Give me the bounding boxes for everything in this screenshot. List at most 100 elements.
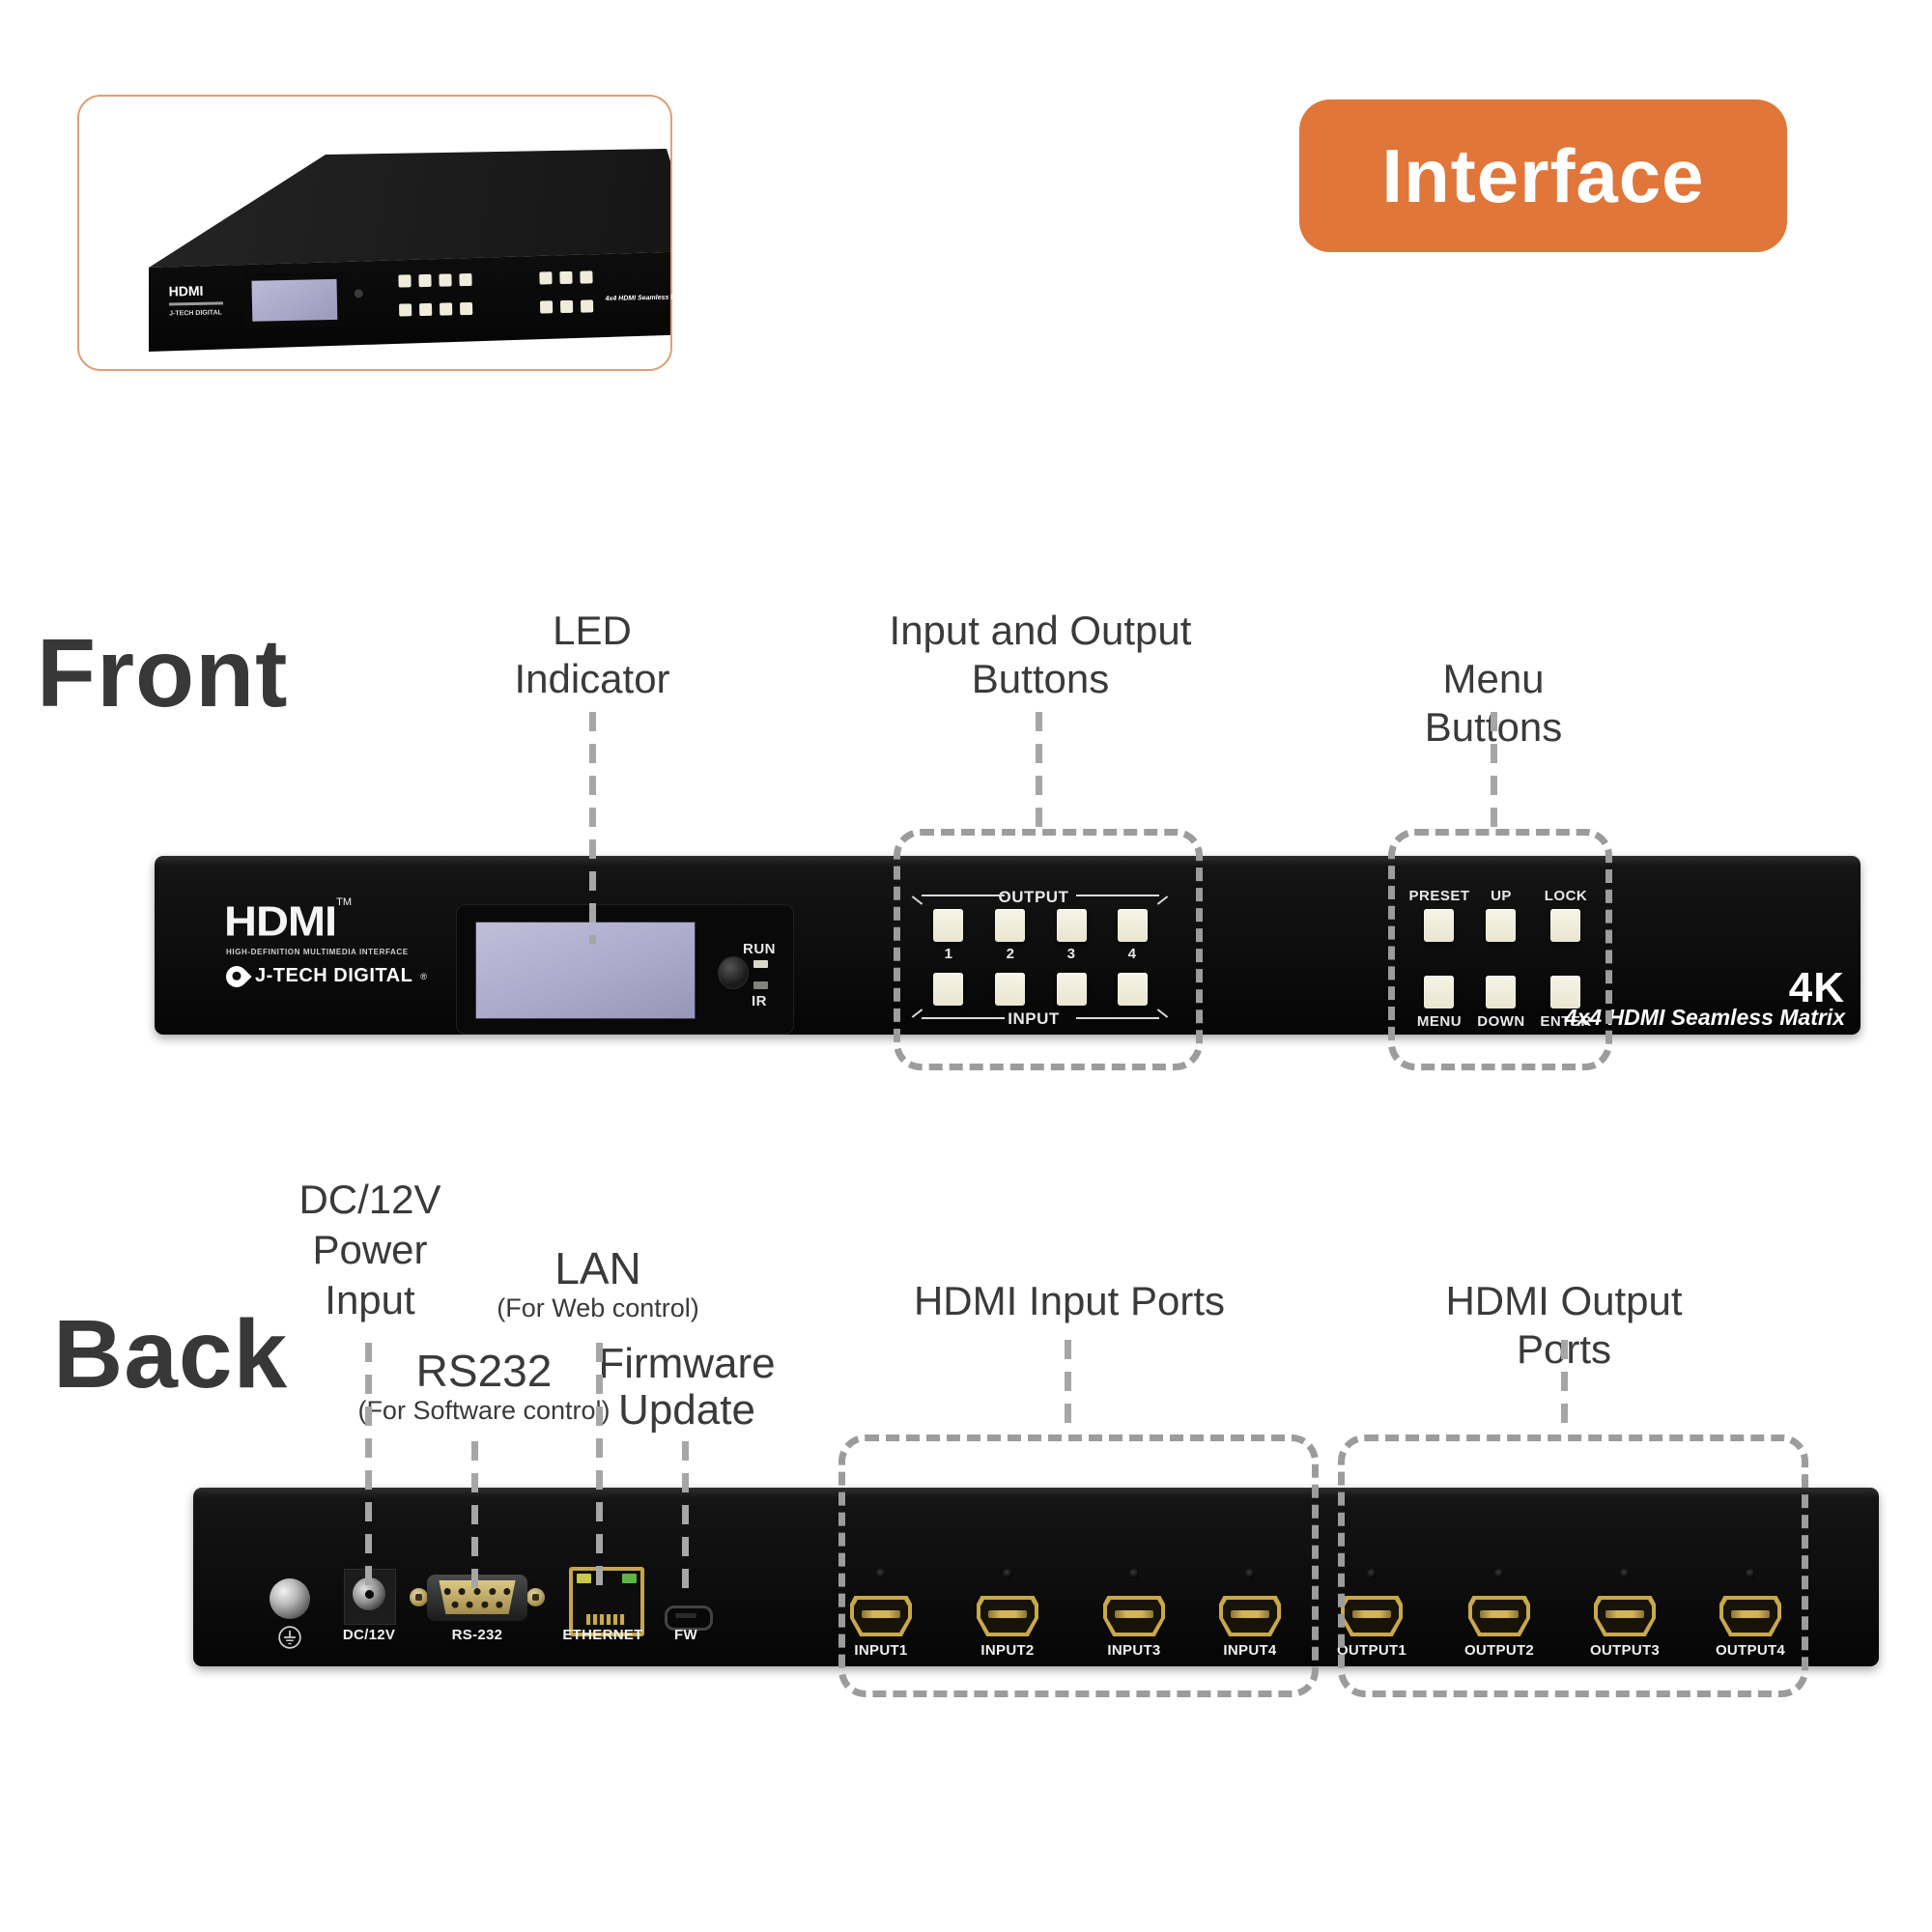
ethernet-port — [569, 1567, 644, 1636]
brand-registered-mark: ® — [420, 971, 427, 981]
fw-port-label: FW — [674, 1627, 697, 1643]
hdmi-input-port-1 — [850, 1596, 912, 1636]
screw-hole — [1620, 1569, 1630, 1578]
dc-port-label: DC/12V — [342, 1627, 396, 1643]
mini-button — [539, 271, 553, 285]
input-group-label: INPUT — [1008, 1009, 1060, 1028]
led-note-line1: LED — [553, 608, 632, 653]
input2-label: INPUT2 — [980, 1642, 1035, 1659]
io-number-2: 2 — [1006, 946, 1015, 962]
firmware-leader-line — [682, 1441, 689, 1591]
lan-leader-line — [596, 1343, 603, 1594]
output-button-3[interactable] — [1057, 909, 1087, 942]
output-button-2[interactable] — [995, 909, 1025, 942]
led-indicator-note: LED Indicator — [471, 607, 713, 703]
rs232-note-label: RS232 — [415, 1346, 553, 1396]
menu-buttons-dashed-box — [1388, 829, 1612, 1070]
lock-label: LOCK — [1544, 888, 1588, 904]
mini-button — [559, 270, 573, 285]
preset-button[interactable] — [1424, 909, 1454, 942]
hdmi-input-leader-line — [1065, 1340, 1071, 1433]
screw-hole — [1494, 1569, 1504, 1578]
menu-button[interactable] — [1424, 976, 1454, 1009]
hdmi-output-port-1 — [1341, 1596, 1403, 1636]
mini-brand: J-TECH DIGITAL — [169, 309, 222, 318]
led-leader-line — [589, 712, 596, 944]
brand-logo: J-TECH DIGITAL ® — [221, 960, 427, 992]
input-button-2[interactable] — [995, 973, 1025, 1006]
ethernet-port-label: ETHERNET — [562, 1627, 643, 1643]
ir-label: IR — [752, 993, 767, 1009]
output-button-4[interactable] — [1118, 909, 1148, 942]
ethernet-pins — [586, 1614, 625, 1625]
ethernet-led-left — [577, 1574, 591, 1583]
mini-button — [459, 272, 472, 287]
mini-hdmi-subline — [168, 301, 223, 306]
enter-label: ENTER — [1540, 1013, 1592, 1030]
dc-jack-hole — [365, 1590, 374, 1599]
down-label: DOWN — [1477, 1013, 1525, 1030]
screw-hole — [1245, 1569, 1255, 1578]
ir-led — [753, 981, 768, 989]
db9-nut-left — [410, 1588, 428, 1606]
run-label: RUN — [743, 941, 776, 957]
front-section-title: Front — [37, 619, 289, 727]
hdmi-output-ports-label: HDMI Output Ports — [1445, 1278, 1683, 1372]
input-button-4[interactable] — [1118, 973, 1148, 1006]
brand-text: J-TECH DIGITAL — [255, 965, 413, 986]
lan-note-label: LAN — [554, 1243, 641, 1293]
mini-front-panel: HDMI J-TECH DIGITAL 4K 4x4 HDMI Seamless… — [149, 253, 699, 354]
mini-button — [539, 300, 554, 314]
hdmi-output-leader-line — [1561, 1340, 1568, 1433]
output-bracket-right — [1076, 895, 1159, 896]
output4-label: OUTPUT4 — [1715, 1642, 1786, 1659]
mini-button — [419, 302, 433, 317]
mini-button — [580, 270, 593, 284]
io-note-line1: Input and Output — [889, 608, 1192, 653]
power-note-line2: Power — [312, 1227, 428, 1272]
output3-label: OUTPUT3 — [1589, 1642, 1661, 1659]
ground-screw — [270, 1578, 310, 1619]
output-button-1[interactable] — [933, 909, 963, 942]
front-panel: HDMITM HIGH-DEFINITION MULTIMEDIA INTERF… — [155, 856, 1861, 1035]
input-bracket-right — [1076, 1017, 1159, 1019]
output2-label: OUTPUT2 — [1463, 1642, 1535, 1659]
power-note: DC/12V Power Input — [249, 1175, 491, 1325]
product-photo: HDMI J-TECH DIGITAL 4K 4x4 HDMI Seamless… — [77, 95, 691, 371]
mini-button — [418, 273, 432, 288]
lan-note: LAN (For Web control) — [477, 1244, 719, 1323]
hdmi-output-port-3 — [1594, 1596, 1656, 1636]
hdmi-logo: HDMITM — [224, 895, 352, 948]
lock-button[interactable] — [1550, 909, 1580, 942]
hdmi-output-ports-note: HDMI Output Ports — [1395, 1277, 1733, 1374]
rs232-note: RS232 (For Software control) — [329, 1347, 639, 1426]
io-note-line2: Buttons — [971, 656, 1110, 701]
rs232-port-label: RS-232 — [451, 1627, 503, 1643]
ground-icon — [278, 1626, 301, 1649]
hdmi-input-ports-note: HDMI Input Ports — [900, 1277, 1238, 1325]
io-number-4: 4 — [1127, 946, 1137, 962]
screw-hole — [1003, 1569, 1012, 1578]
screw-hole — [1746, 1569, 1755, 1578]
firmware-note: Firmware Update — [580, 1341, 794, 1434]
enter-button[interactable] — [1550, 976, 1580, 1009]
mini-button — [439, 273, 452, 287]
up-label: UP — [1491, 888, 1512, 904]
preset-label: PRESET — [1408, 888, 1470, 904]
up-button[interactable] — [1486, 909, 1516, 942]
output-bracket-left — [922, 895, 1005, 896]
4k-badge: 4K — [1788, 964, 1845, 1011]
menu-leader-line — [1491, 712, 1497, 831]
input-button-1[interactable] — [933, 973, 963, 1006]
hdmi-output-port-4 — [1719, 1596, 1781, 1636]
droplet-icon — [221, 960, 252, 992]
input-button-3[interactable] — [1057, 973, 1087, 1006]
power-note-line3: Input — [325, 1277, 415, 1322]
down-button[interactable] — [1486, 976, 1516, 1009]
io-buttons-note: Input and Output Buttons — [869, 607, 1211, 703]
input-bracket-left — [922, 1017, 1005, 1019]
hdmi-logo-subtext: HIGH-DEFINITION MULTIMEDIA INTERFACE — [226, 948, 409, 956]
io-number-3: 3 — [1066, 946, 1076, 962]
mini-lcd-screen — [251, 278, 338, 322]
